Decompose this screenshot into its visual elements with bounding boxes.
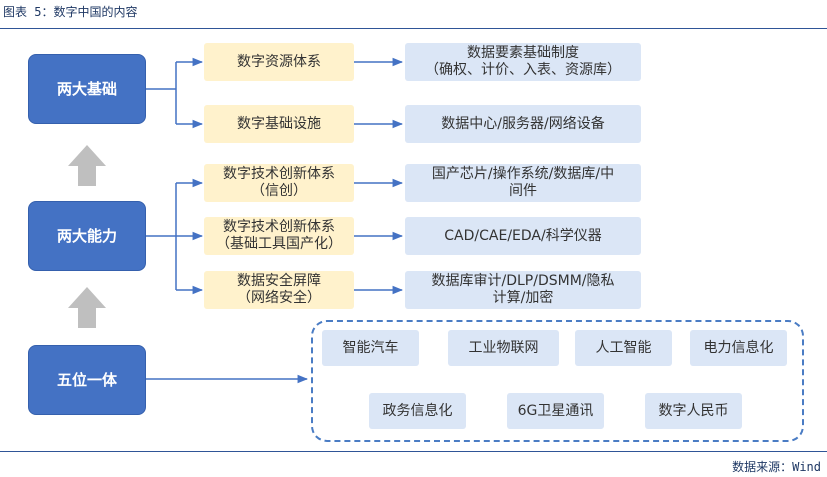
integration-tag: 6G卫星通讯 — [507, 393, 604, 429]
foundation-item-detail: 数据要素基础制度 （确权、计价、入表、资源库） — [405, 43, 641, 81]
foundation-item-detail: 数据中心/服务器/网络设备 — [405, 105, 641, 143]
pillar-capability: 两大能力 — [28, 201, 146, 271]
capability-item-detail: CAD/CAE/EDA/科学仪器 — [405, 217, 641, 255]
capability-item-detail: 国产芯片/操作系统/数据库/中 间件 — [405, 164, 641, 202]
pillar-integration: 五位一体 — [28, 345, 146, 415]
integration-tag: 智能汽车 — [322, 330, 419, 366]
capability-item-label: 数字技术创新体系 （信创） — [204, 164, 354, 202]
source-note: 数据来源：Wind — [732, 460, 821, 474]
capability-item-detail: 数据库审计/DLP/DSMM/隐私 计算/加密 — [405, 271, 641, 309]
bottom-rule — [0, 451, 827, 452]
integration-tag: 政务信息化 — [369, 393, 466, 429]
capability-item-label: 数据安全屏障 （网络安全） — [204, 271, 354, 309]
foundation-item-label: 数字资源体系 — [204, 43, 354, 81]
top-rule — [0, 28, 827, 29]
foundation-item-label: 数字基础设施 — [204, 105, 354, 143]
up-arrow-upper — [68, 145, 106, 186]
integration-group — [311, 320, 804, 442]
capability-item-label: 数字技术创新体系 （基础工具国产化） — [204, 217, 354, 255]
integration-tag: 数字人民币 — [645, 393, 742, 429]
integration-tag: 电力信息化 — [690, 330, 787, 366]
figure-caption: 图表 5：数字中国的内容 — [3, 5, 138, 19]
integration-tag: 工业物联网 — [448, 330, 559, 366]
integration-tag: 人工智能 — [575, 330, 672, 366]
pillar-foundation: 两大基础 — [28, 54, 146, 124]
up-arrow-lower — [68, 287, 106, 328]
